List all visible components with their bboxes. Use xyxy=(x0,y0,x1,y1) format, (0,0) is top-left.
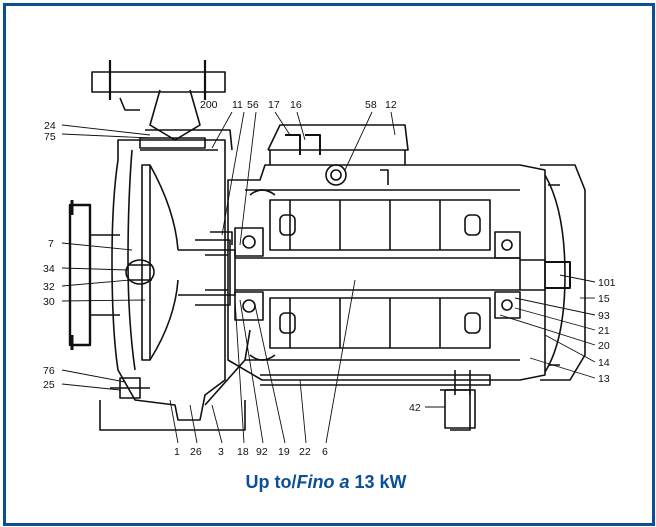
casing-bolts xyxy=(110,137,206,399)
front-bearing xyxy=(234,227,264,321)
part-label: 18 xyxy=(237,446,249,458)
part-label: 17 xyxy=(268,99,280,111)
part-label: 42 xyxy=(409,402,421,414)
part-label: 76 xyxy=(43,365,55,377)
caption-suffix: 13 kW xyxy=(349,472,407,492)
fan-cover xyxy=(540,164,586,381)
part-label: 25 xyxy=(43,379,55,391)
part-label: 12 xyxy=(385,99,397,111)
part-label: 11 xyxy=(232,99,243,111)
part-label: 22 xyxy=(299,446,311,458)
terminal-box xyxy=(267,124,409,186)
part-label: 16 xyxy=(290,99,302,111)
part-label: 3 xyxy=(218,446,224,458)
stator-rotor xyxy=(269,199,491,349)
power-caption: Up to/Fino a 13 kW xyxy=(0,472,652,493)
part-label: 58 xyxy=(365,99,377,111)
part-label: 200 xyxy=(200,99,218,111)
part-label: 30 xyxy=(43,296,55,308)
suction-flange xyxy=(68,200,120,350)
part-label: 75 xyxy=(44,131,56,143)
part-label: 14 xyxy=(598,357,610,369)
part-label: 92 xyxy=(256,446,268,458)
motor-foot xyxy=(260,370,491,431)
part-label: 20 xyxy=(598,340,610,352)
motor-housing xyxy=(227,164,546,381)
part-label: 19 xyxy=(278,446,290,458)
part-label: 34 xyxy=(43,263,55,275)
seal-and-shaft xyxy=(178,231,571,306)
part-label: 93 xyxy=(598,310,610,322)
part-labels: 24 75 200 11 56 17 16 58 12 7 34 32 30 7… xyxy=(43,99,616,458)
leader-lines xyxy=(61,111,596,444)
part-label: 1 xyxy=(174,446,180,458)
part-label: 101 xyxy=(598,277,616,289)
part-label: 13 xyxy=(598,373,610,385)
rear-bearing xyxy=(494,231,521,319)
caption-prefix: Up to/ xyxy=(245,472,297,492)
part-label: 32 xyxy=(43,281,55,293)
part-label: 26 xyxy=(190,446,202,458)
part-label: 21 xyxy=(598,325,610,337)
part-label: 56 xyxy=(247,99,259,111)
part-label: 7 xyxy=(48,238,54,250)
impeller xyxy=(125,164,179,361)
caption-italic: Fino a xyxy=(296,472,350,492)
part-label: 6 xyxy=(322,446,328,458)
part-label: 24 xyxy=(44,120,56,132)
part-label: 15 xyxy=(598,293,610,305)
